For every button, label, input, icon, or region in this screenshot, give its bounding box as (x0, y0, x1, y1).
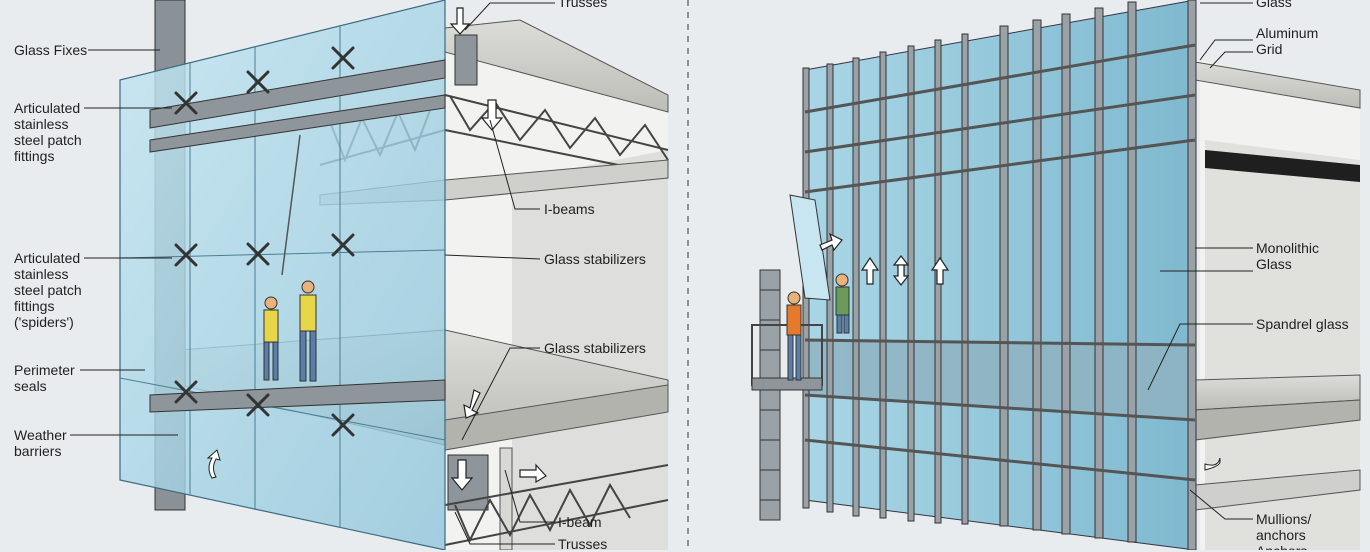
glass-beams (149, 59, 446, 413)
label-monolithic-glass: Monolithic Glass (1256, 240, 1320, 272)
label-trusses-top: Trusses (558, 0, 608, 10)
glass-joints (119, 25, 446, 528)
label-weather-barriers: Weather barriers (14, 427, 67, 459)
label-glass-fixes: Glass Fixes (14, 42, 88, 58)
label-glass-stabilizers-2: Glass stabilizers (544, 340, 646, 356)
label-aluminum-grid: Aluminum Grid (1256, 25, 1319, 57)
label-anchors-cut: Anchors (1256, 543, 1307, 550)
label-trusses-bottom: Trusses (558, 536, 608, 552)
label-mullions-anchors: Mullions/ anchors (1256, 511, 1312, 543)
interior-wall (512, 150, 668, 550)
label-glass-stabilizers-1: Glass stabilizers (544, 251, 646, 267)
right-dark-band (1205, 150, 1360, 182)
lift-arrow (206, 449, 221, 479)
left-building-structure (119, 0, 669, 550)
label-articulated-fittings: Articulated stainless steel patch fittin… (14, 100, 82, 164)
install-arrows (819, 232, 950, 286)
right-interior (1205, 140, 1360, 550)
panel-being-installed (789, 194, 831, 301)
bottom-trusses (444, 464, 669, 546)
label-i-beam: I-beam (558, 514, 602, 530)
transoms (804, 43, 1196, 482)
workers-left (263, 134, 317, 382)
label-i-beams: I-beams (544, 201, 595, 217)
right-building-structure (751, 0, 1361, 550)
label-spandrel-glass: Spandrel glass (1256, 316, 1349, 332)
leader-lines (70, 2, 1253, 545)
spider-fittings (174, 46, 355, 437)
label-articulated-spiders: Articulated stainless steel patch fittin… (14, 250, 82, 330)
workers-right (786, 273, 850, 381)
label-perimeter-seals: Perimeter seals (14, 362, 75, 394)
i-beam-top (454, 34, 478, 86)
load-arrows (449, 7, 547, 491)
label-glass-top: Glass (1256, 0, 1292, 10)
anchor-arrow (1204, 457, 1221, 471)
